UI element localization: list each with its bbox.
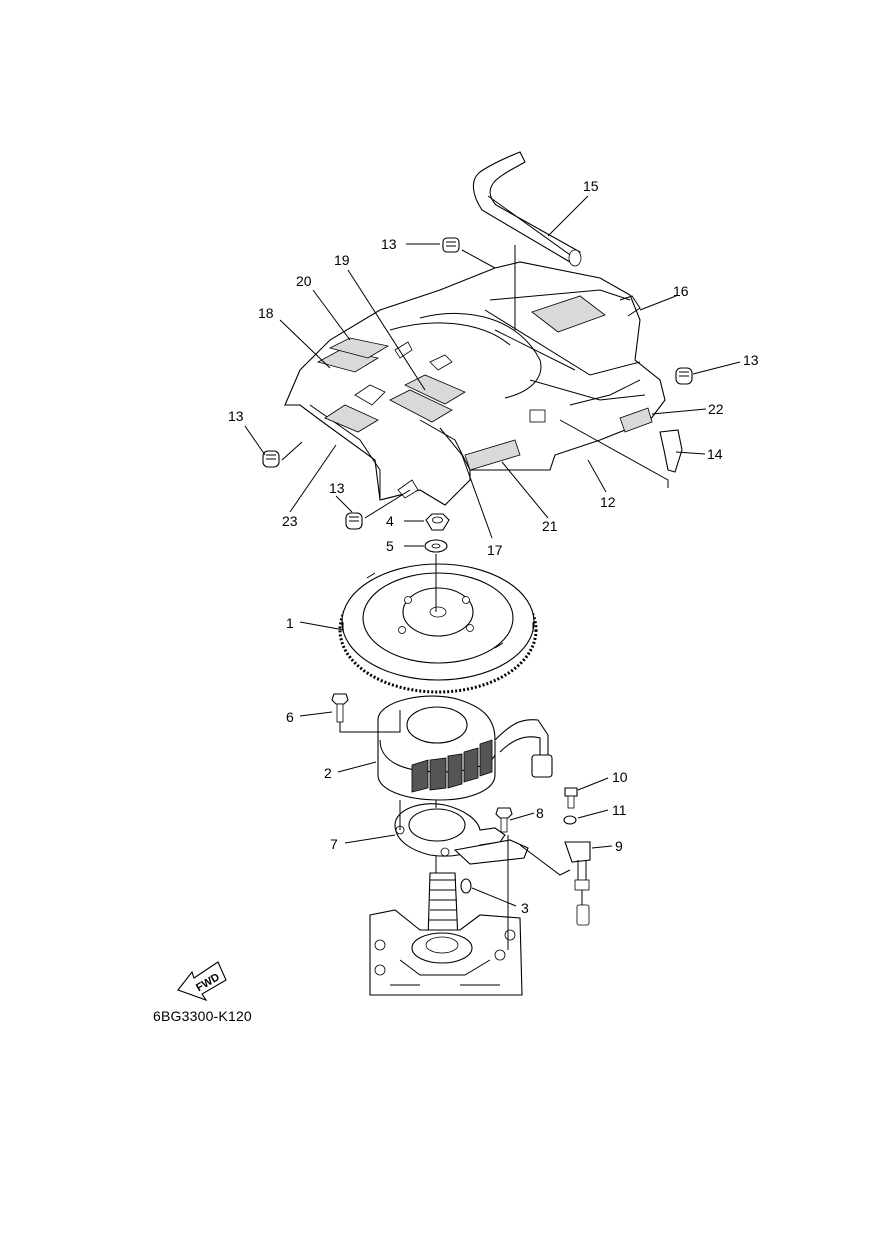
crankshaft-and-engine-block xyxy=(369,872,523,996)
part-13-grommet-top xyxy=(442,237,460,253)
part-15-hose xyxy=(472,151,582,267)
part-10-screw xyxy=(564,787,578,809)
part-8-bolt xyxy=(495,807,513,833)
part-13-grommet-left xyxy=(262,450,280,468)
part-13-grommet-right xyxy=(675,367,693,385)
callout-14: 14 xyxy=(707,446,723,462)
fwd-arrow: FWD xyxy=(177,961,227,1002)
part-6-bolt xyxy=(331,693,349,723)
callout-7: 7 xyxy=(330,836,338,852)
callout-19: 19 xyxy=(334,252,350,268)
callout-10: 10 xyxy=(612,769,628,785)
callout-15: 15 xyxy=(583,178,599,194)
callout-20: 20 xyxy=(296,273,312,289)
callout-2: 2 xyxy=(324,765,332,781)
callout-1: 1 xyxy=(286,615,294,631)
callout-13-bottom: 13 xyxy=(329,480,345,496)
callout-labels: 15 13 19 20 16 18 13 22 13 14 13 12 23 4… xyxy=(228,178,759,916)
part-17-decal xyxy=(389,389,453,423)
part-16-decal xyxy=(531,295,606,333)
callout-18: 18 xyxy=(258,305,274,321)
part-9-sensor xyxy=(564,841,591,926)
leader-lines xyxy=(244,195,741,950)
part-21-decal xyxy=(464,439,521,471)
callout-12: 12 xyxy=(600,494,616,510)
part-3-key xyxy=(460,878,472,894)
decals xyxy=(316,295,653,471)
part-5-washer xyxy=(424,539,448,553)
part-1-flywheel xyxy=(338,563,538,694)
callout-3: 3 xyxy=(521,900,529,916)
callout-22: 22 xyxy=(708,401,724,417)
part-22-decal xyxy=(619,407,653,433)
part-7-base xyxy=(394,803,529,865)
callout-23: 23 xyxy=(282,513,298,529)
part-14-clip xyxy=(659,429,683,473)
callout-9: 9 xyxy=(615,838,623,854)
callout-13-right: 13 xyxy=(743,352,759,368)
part-2-stator xyxy=(377,695,553,801)
callout-4: 4 xyxy=(386,513,394,529)
callout-5: 5 xyxy=(386,538,394,554)
callout-13-left: 13 xyxy=(228,408,244,424)
part-20-decal xyxy=(328,337,390,359)
part-13-grommet-bottom xyxy=(345,512,363,530)
part-4-nut xyxy=(425,513,450,531)
callout-17: 17 xyxy=(487,542,503,558)
part-23-decal xyxy=(324,404,379,433)
callout-13-top: 13 xyxy=(381,236,397,252)
part-11-washer xyxy=(563,815,577,825)
callout-8: 8 xyxy=(536,805,544,821)
callout-16: 16 xyxy=(673,283,689,299)
callout-11: 11 xyxy=(612,802,627,818)
diagram-code: 6BG3300-K120 xyxy=(153,1008,252,1024)
callout-21: 21 xyxy=(542,518,558,534)
callout-6: 6 xyxy=(286,709,294,725)
